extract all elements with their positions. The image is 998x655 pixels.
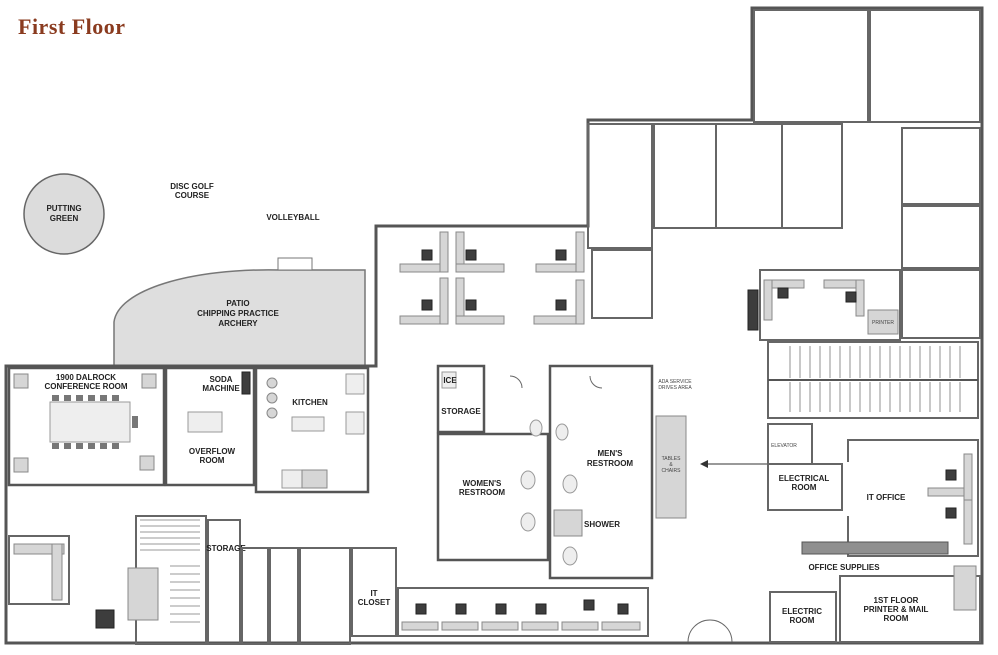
patio-label-1: PATIO [226, 299, 249, 308]
soda-label-1: SODA [209, 375, 232, 384]
office-r4 [781, 123, 843, 229]
conference-label-2: CONFERENCE ROOM [44, 382, 127, 391]
office-r3 [715, 123, 783, 229]
shower-label: SHOWER [584, 520, 620, 529]
office-top-a [753, 9, 869, 123]
soda-label-2: MACHINE [202, 384, 240, 393]
office-r2 [653, 123, 717, 229]
it-office-label: IT OFFICE [867, 493, 906, 502]
electric-room [769, 591, 837, 643]
electrical-label-2: ROOM [792, 483, 817, 492]
tables-label-2: & [669, 462, 673, 468]
office-right-b [901, 205, 981, 269]
conference-label-1: 1900 DALROCK [56, 373, 116, 382]
patio-label-3: ARCHERY [218, 319, 258, 328]
putting-green-label-2: GREEN [50, 214, 79, 223]
tables-label-3: CHAIRS [662, 468, 682, 474]
kitchen-label: KITCHEN [292, 398, 328, 407]
sofa [127, 567, 159, 621]
kitchen-island [291, 416, 325, 432]
womens-label-2: RESTROOM [459, 488, 506, 497]
overflow-label-2: ROOM [200, 456, 225, 465]
closet-a [241, 547, 269, 645]
elevator-label: ELEVATOR [771, 443, 797, 449]
shower-stall [553, 509, 583, 537]
conference-table [49, 401, 131, 443]
patio-step [277, 257, 313, 271]
electric-room-label-2: ROOM [790, 616, 815, 625]
putting-green-label-1: PUTTING [46, 204, 81, 213]
floor-title: First Floor [18, 14, 126, 39]
printer-area [759, 269, 901, 341]
overflow-table [187, 411, 223, 433]
putting-green [23, 173, 105, 255]
it-closet [351, 547, 397, 637]
arrow-head [700, 460, 708, 468]
ada-label-1: ADA SERVICE [658, 379, 692, 385]
cubicle-cluster-top [399, 231, 585, 325]
patio-label-2: CHIPPING PRACTICE [197, 309, 279, 318]
storage-bottom-room [207, 519, 241, 645]
ice-label: ICE [443, 376, 457, 385]
tables-chairs-storage [655, 415, 687, 519]
lower-left-office [8, 535, 70, 605]
office-right-c [901, 269, 981, 339]
electrical-room [767, 463, 843, 511]
mens-restroom [548, 364, 654, 580]
office-r1 [587, 123, 653, 249]
soda-machine [241, 371, 251, 395]
storage-center-label: STORAGE [441, 407, 481, 416]
overflow-label-1: OVERFLOW [189, 447, 236, 456]
building-outline [4, 6, 984, 645]
closet-c [299, 547, 351, 645]
stove [301, 469, 328, 489]
storage-bottom-label: STORAGE [206, 544, 246, 553]
printer-label: PRINTER [872, 320, 894, 326]
office-right-a [901, 127, 981, 205]
mens-label-2: RESTROOM [587, 459, 634, 468]
electric-room-label-1: ELECTRIC [782, 607, 822, 616]
womens-label-1: WOMEN'S [463, 479, 502, 488]
volleyball-label: VOLLEYBALL [266, 213, 319, 222]
printer-mail-room [839, 575, 981, 643]
supplies-shelf [801, 541, 949, 555]
printer-mail-label-1: 1ST FLOOR [874, 596, 919, 605]
electrical-label-1: ELECTRICAL [779, 474, 830, 483]
armchair [95, 609, 115, 629]
tables-label-1: TABLES [662, 456, 681, 462]
disc-golf-label-1: DISC GOLF [170, 182, 214, 191]
mens-label-1: MEN'S [597, 449, 623, 458]
printer-mail-label-3: ROOM [884, 614, 909, 623]
printer-box [867, 309, 899, 335]
womens-restroom [436, 432, 550, 562]
closet-b [269, 547, 299, 645]
office-top-b [869, 9, 981, 123]
office-supplies-label: OFFICE SUPPLIES [808, 563, 880, 572]
it-closet-label-1: IT [370, 589, 377, 598]
ada-label-2: DRIVES AREA [658, 385, 692, 391]
office-r5 [591, 249, 653, 319]
bottom-cubicle-row [397, 587, 649, 637]
printer-mail-label-2: PRINTER & MAIL [864, 605, 929, 614]
disc-golf-label-2: COURSE [175, 191, 210, 200]
it-closet-label-2: CLOSET [358, 598, 391, 607]
